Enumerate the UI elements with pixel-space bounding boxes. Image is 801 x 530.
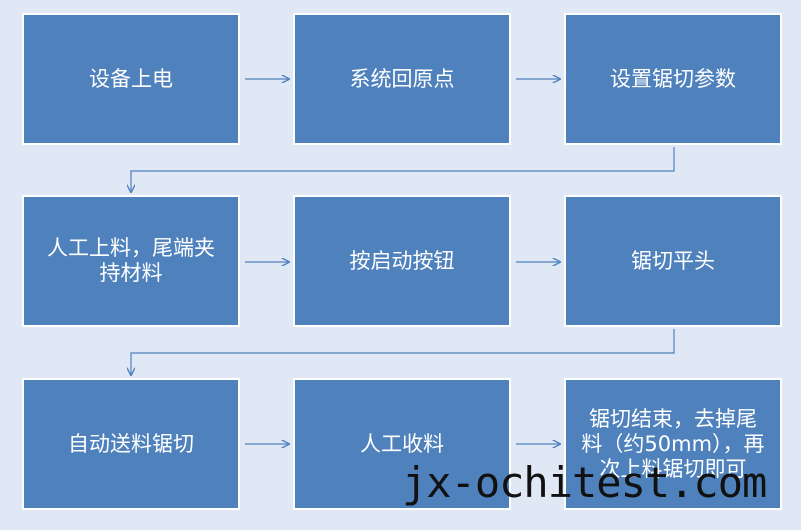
step-label: 人工收料 [360,431,444,456]
watermark: jx-ochitest.com [402,458,767,507]
step-saw-flat-head: 锯切平头 [564,195,782,327]
step-label: 按启动按钮 [349,248,455,273]
step-manual-loading: 人工上料，尾端夹 持材料 [22,195,240,327]
step-label: 设置锯切参数 [610,66,736,91]
step-saw-finish: 锯切结束，去掉尾 料（约50mm），再 次上料锯切即可 [564,378,782,510]
arrow-step3-to-step4 [131,147,675,192]
step-power-on: 设备上电 [22,13,240,145]
step-label: 设备上电 [89,66,173,91]
step-manual-collection: 人工收料 [293,378,511,510]
step-system-homing: 系统回原点 [293,13,511,145]
step-label: 锯切结束，去掉尾 料（约50mm），再 次上料锯切即可 [581,406,765,481]
step-label: 自动送料锯切 [68,431,194,456]
step-press-start: 按启动按钮 [293,195,511,327]
arrow-step6-to-step7 [131,329,675,375]
step-set-saw-parameters: 设置锯切参数 [564,13,782,145]
step-auto-feed-saw: 自动送料锯切 [22,378,240,510]
step-label: 人工上料，尾端夹 持材料 [47,236,215,285]
step-label: 系统回原点 [349,66,455,91]
step-label: 锯切平头 [631,248,715,273]
